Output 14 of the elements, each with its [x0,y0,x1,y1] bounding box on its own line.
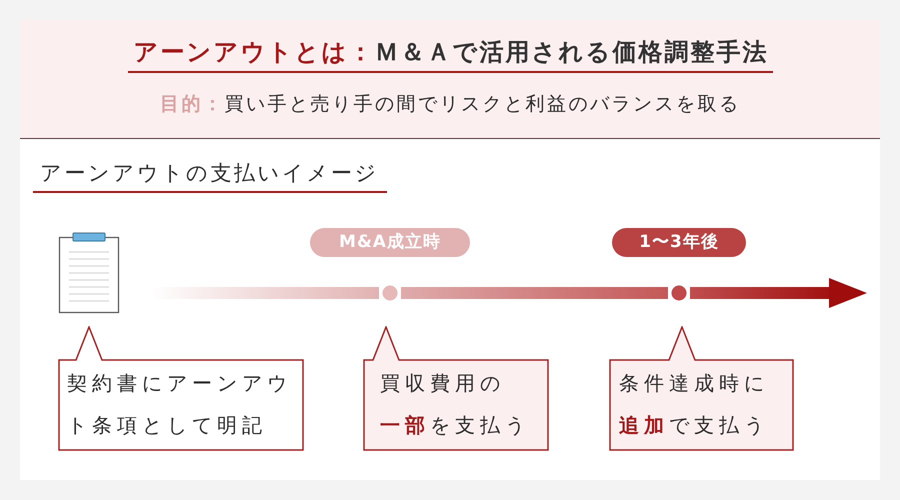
callout-text: 買収費用の一部を支払う [380,370,531,439]
milestone-tag: M&A成立時 [310,228,470,257]
purpose-text: 目的：買い手と売り手の間でリスクと利益のバランスを取る [160,92,740,117]
milestone-tag: 1〜3年後 [612,228,746,257]
speech-bubble [58,326,304,451]
title-text: アーンアウトとは：Ｍ＆Ａで活用される価格調整手法 [128,36,772,73]
speech-bubble [363,326,549,451]
callout-text: 条件達成時に追加で支払う [619,370,770,439]
document-icon [58,232,120,314]
speech-bubble [609,326,794,451]
callout-text: 契約書にアーンアウト条項として明記 [67,370,293,439]
timeline-arrow [690,278,867,308]
section-heading: アーンアウトの支払いイメージ [33,158,387,193]
timeline-line [401,287,668,299]
